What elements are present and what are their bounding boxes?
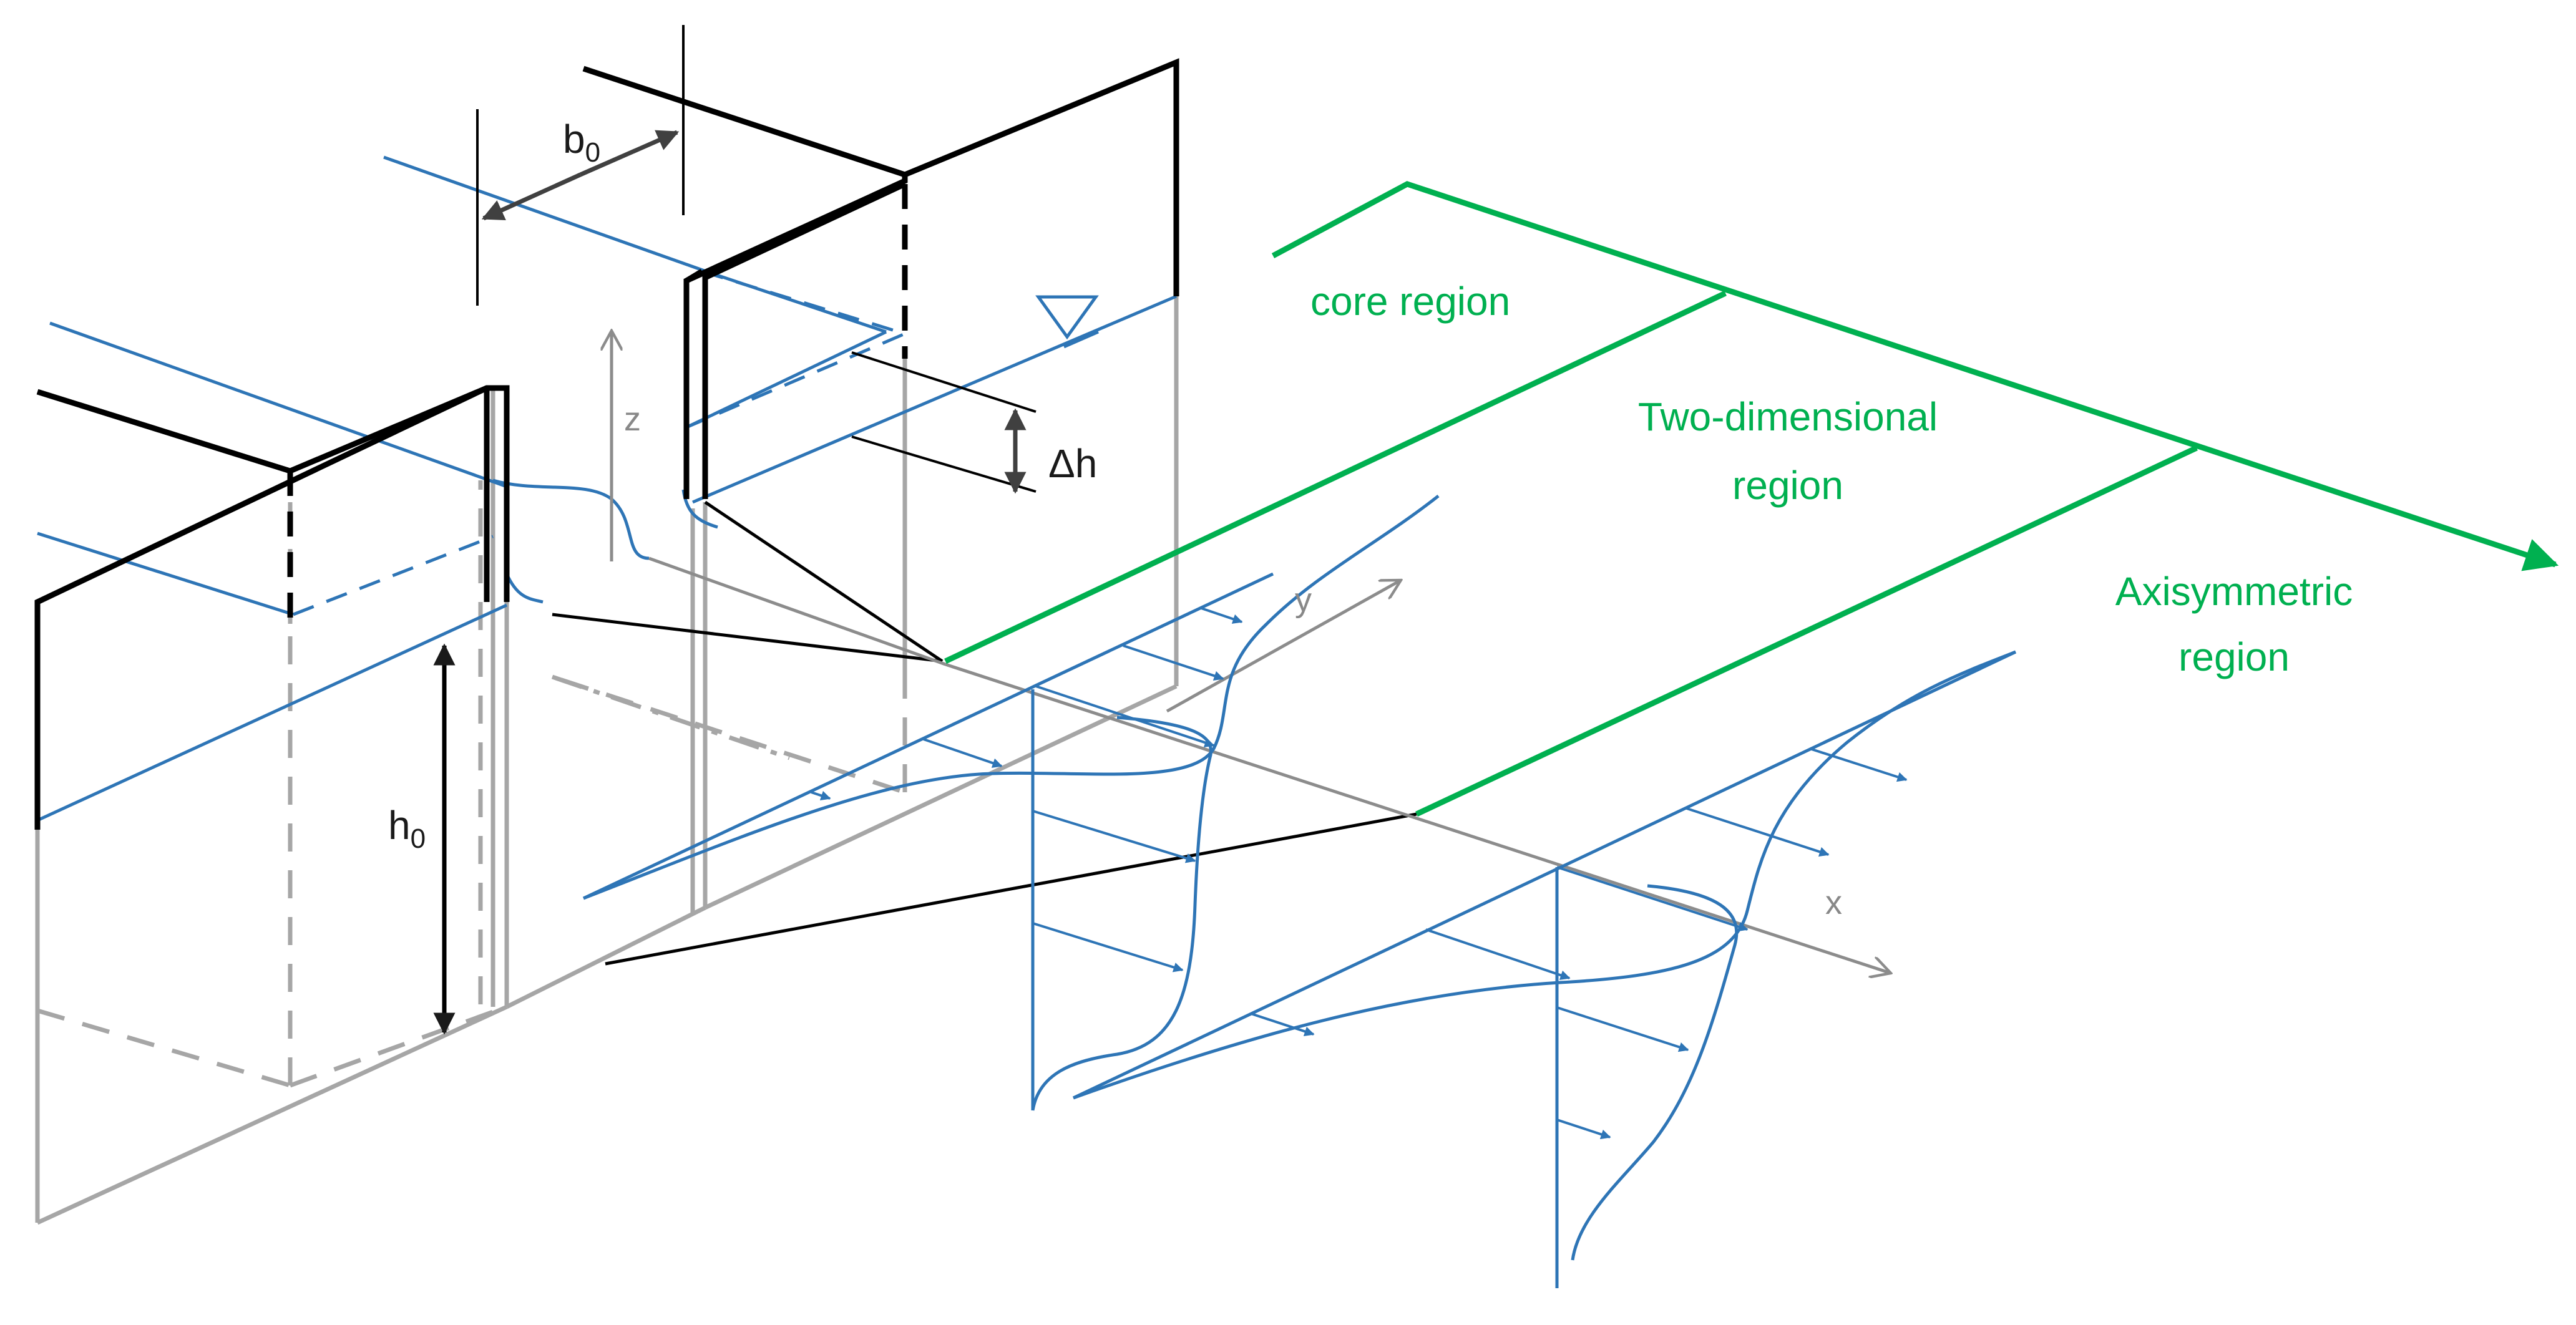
b0-label: b0 [563,117,600,168]
two-dim-region-label-line1: Two-dimensional [1638,394,1938,439]
delta-h-extension-bottom [851,435,1037,493]
core-region-label: core region [1310,279,1510,324]
channel-hidden-dashed [37,474,907,1088]
axisym-region-label-line1: Axisymmetric [2115,569,2353,614]
centerline-dashdot [551,674,791,760]
water-surface-lines [36,155,1177,822]
delta-h-extension-top [851,351,1037,413]
dimension-h0: h0 [388,643,456,1035]
region-boundaries [944,181,2559,817]
core-region-boundary [944,290,1727,664]
axis-y-line [1166,580,1401,713]
h0-label: h0 [388,803,426,854]
two-dim-region-label-line2: region [1732,463,1843,508]
axisym-region-label-line2: region [2178,634,2290,679]
channel-walls [34,58,1179,830]
water-level-icon [1035,295,1099,340]
axis-x-label: x [1825,884,1842,921]
velocity-profile-vertical-2 [1555,867,1739,1288]
velocity-profile-horizontal-2 [1072,650,2017,1100]
free-surface-drop [505,573,544,604]
axis-x-line [945,662,1891,973]
axis-connector [648,556,946,666]
b0-arrow-right [579,130,680,177]
dimension-b0: b0 [476,25,685,306]
channel-walls-dashed [287,184,908,624]
water-surface-dashed [293,269,905,616]
jet-boundary-lines [552,500,1417,966]
free-surface-drawdown [492,478,650,560]
two-dim-region-boundary [1415,445,2198,817]
region-arrow-path [1271,181,2559,571]
dimension-delta-h: Δh [851,351,1097,494]
axis-y-label: y [1295,581,1312,619]
axis-z-label: z [624,400,641,438]
channel-hidden-lines [35,296,1179,1225]
velocity-profile-vertical-1 [1031,689,1213,1111]
b0-arrow-left [481,172,582,221]
delta-h-label: Δh [1048,441,1097,486]
velocity-profile-horizontal-1 [582,495,1440,900]
